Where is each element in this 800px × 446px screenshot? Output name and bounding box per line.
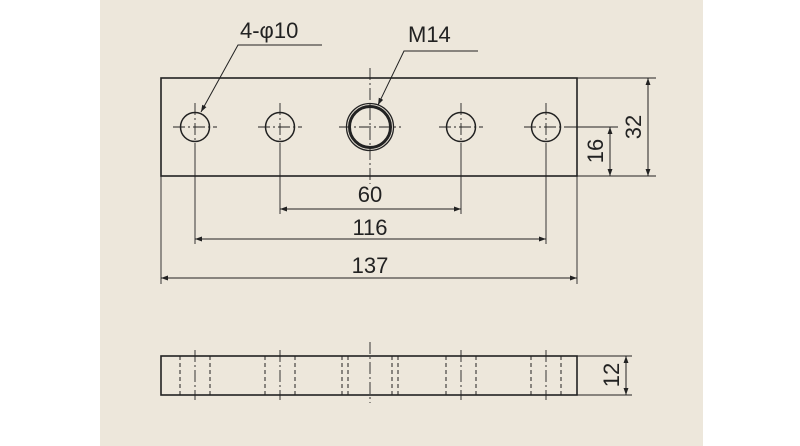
leader-thread	[377, 50, 478, 106]
leader-holes	[200, 44, 322, 113]
label-dim-116: 116	[352, 215, 387, 240]
label-thread: M14	[408, 22, 451, 47]
label-dim-16: 16	[583, 139, 608, 163]
hidden-lines	[179, 356, 562, 395]
center-lines	[173, 68, 568, 184]
label-dim-137: 137	[352, 253, 389, 278]
label-holes: 4-φ10	[240, 18, 298, 43]
drawing-background	[100, 0, 703, 446]
side-center-lines	[194, 342, 547, 403]
label-dim-32: 32	[621, 115, 646, 139]
extension-lines	[160, 77, 656, 396]
label-dim-60: 60	[358, 182, 382, 207]
plate-side-view-outline	[160, 355, 578, 396]
label-dim-12: 12	[599, 363, 624, 387]
